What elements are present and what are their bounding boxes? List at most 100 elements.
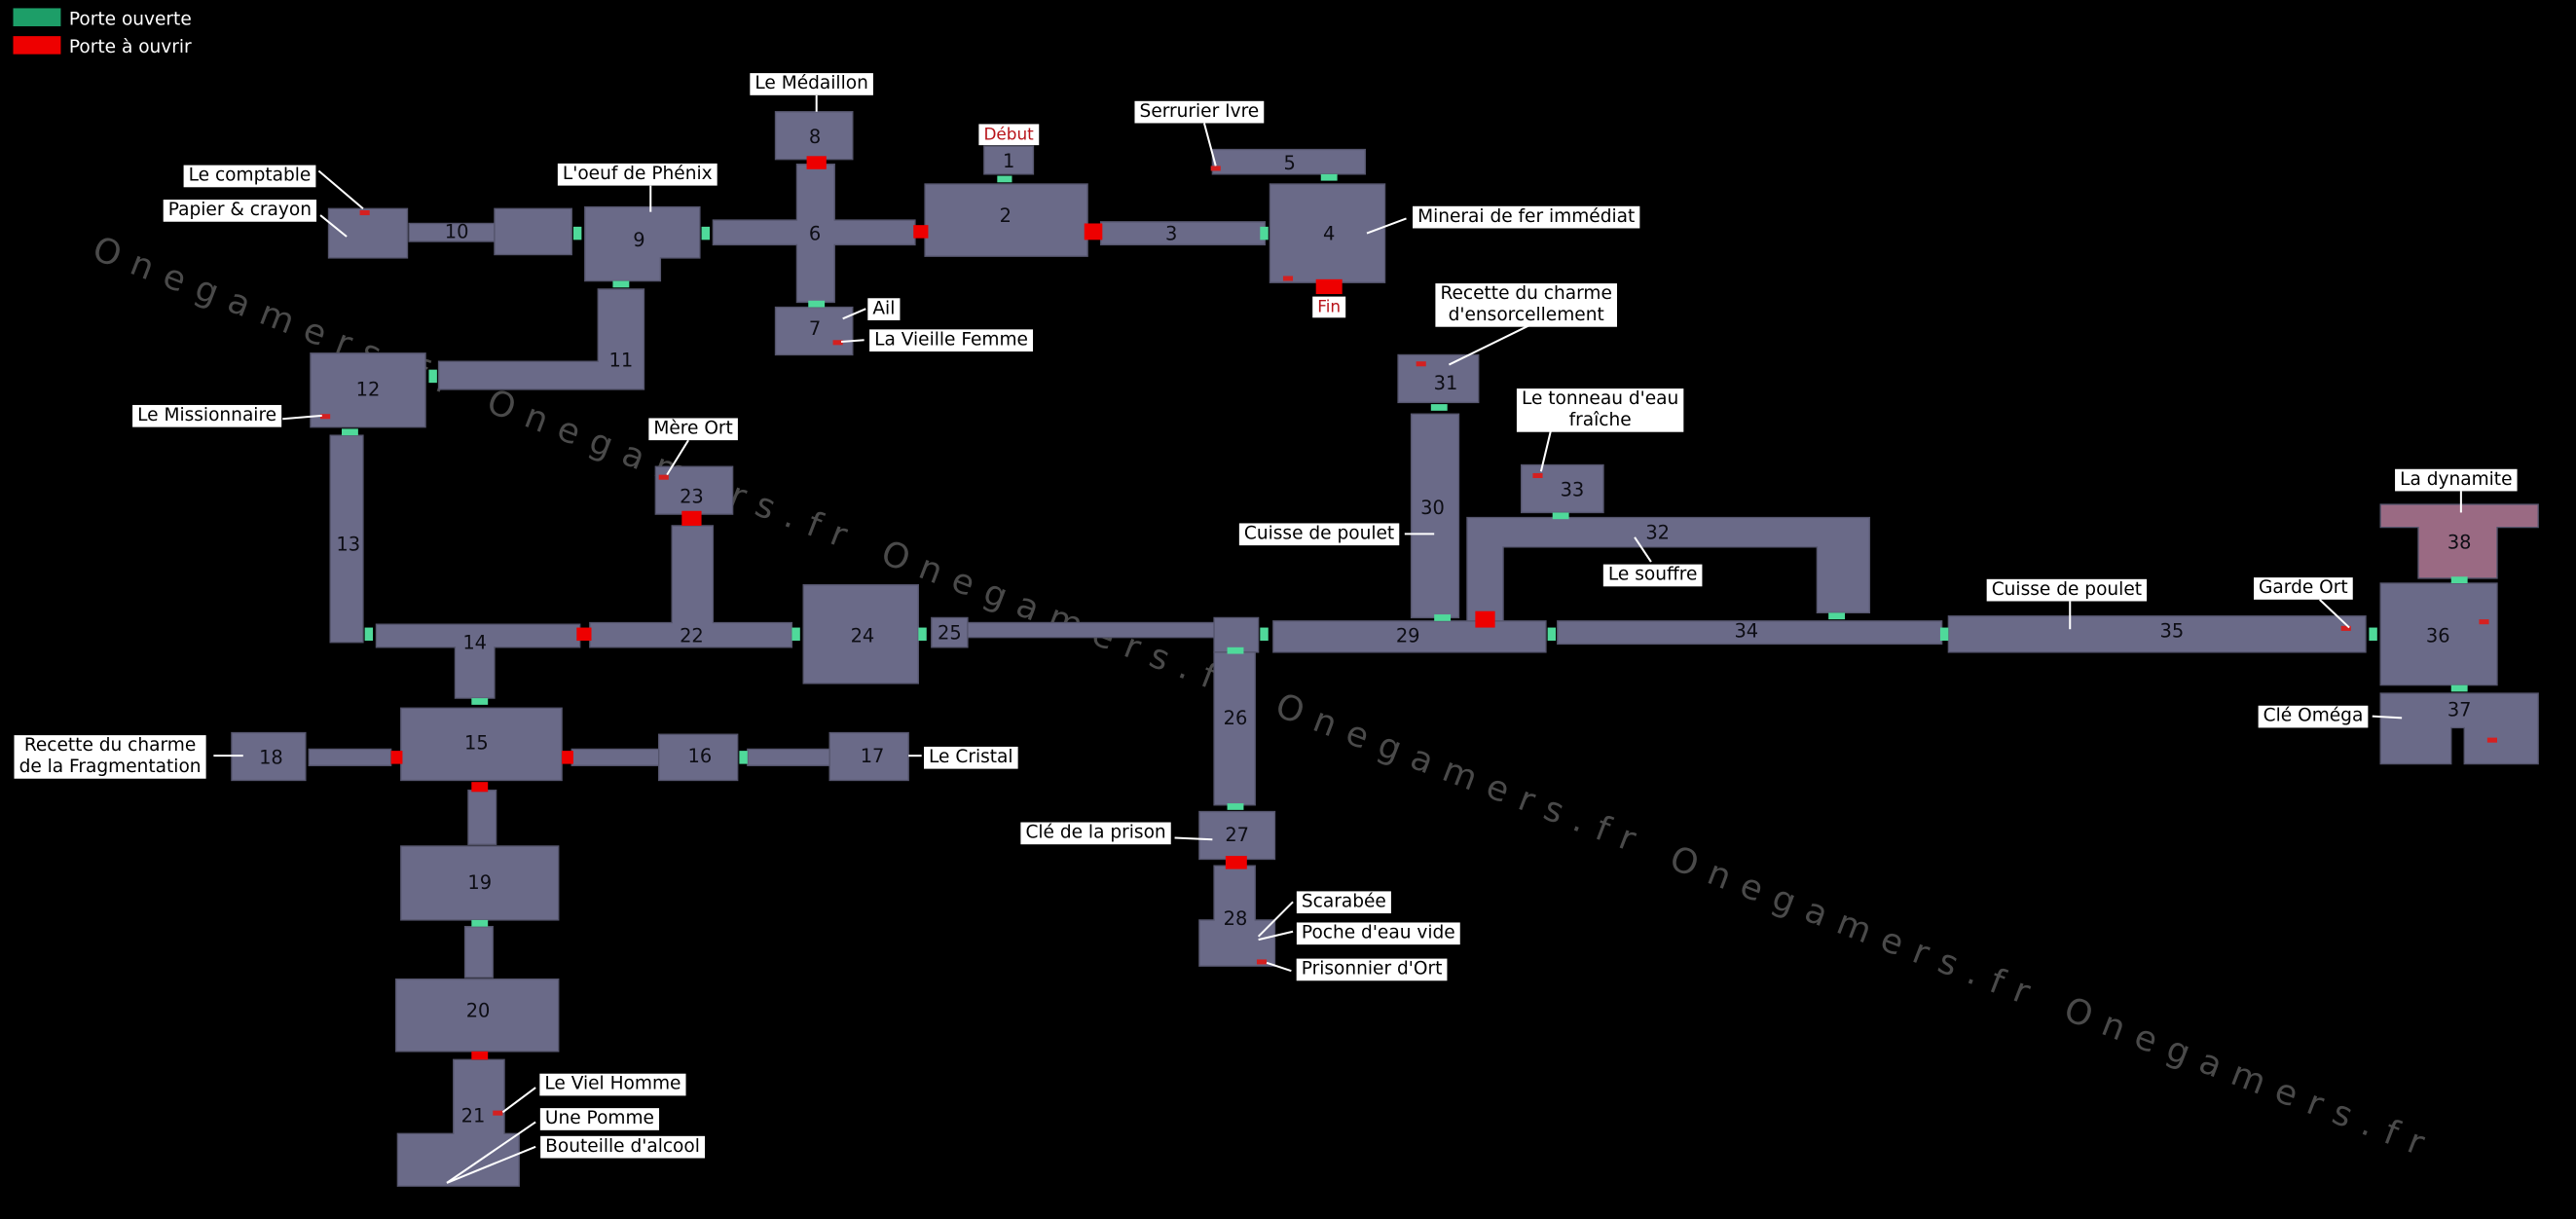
open-door (471, 919, 489, 927)
leader-line (1266, 961, 1292, 973)
room-number: 29 (1396, 625, 1420, 647)
rooms (231, 111, 2539, 1187)
item-marker (2486, 737, 2497, 743)
room-unnumbered (494, 207, 572, 256)
start-marker: Début (978, 124, 1040, 146)
open-door (1260, 226, 1269, 240)
room-number: 3 (1165, 222, 1177, 244)
leader-line (840, 339, 865, 343)
label-text: L'oeuf de Phénix (563, 164, 713, 184)
leader-line (282, 414, 322, 421)
locked-door (471, 782, 489, 793)
room-number: 34 (1734, 620, 1758, 643)
label-text: Une Pomme (545, 1108, 654, 1128)
open-door (2369, 627, 2377, 642)
item-marker (1532, 472, 1543, 479)
locked-door (576, 627, 592, 642)
item-markers (320, 166, 2497, 1116)
label-box (2395, 468, 2518, 492)
item-marker (320, 414, 331, 420)
locked-door (806, 156, 827, 169)
open-door (342, 428, 358, 436)
label-text: Le Cristal (929, 747, 1013, 767)
open-door (918, 627, 927, 642)
leader-line (2372, 715, 2403, 720)
label-text: Le tonneau d'eau (1522, 388, 1678, 409)
corridor (747, 748, 830, 766)
label-box (183, 165, 316, 188)
label-box (1134, 100, 1265, 124)
label-le-comptable: Le comptable (183, 165, 316, 188)
room-number: 9 (633, 229, 644, 251)
label-bouteille-alcool: Bouteille d'alcool (540, 1135, 705, 1159)
room-2 (924, 183, 1088, 257)
leader-line (842, 308, 866, 320)
leader-line (1174, 836, 1213, 841)
label-box (557, 163, 718, 186)
label-la-dynamite: La dynamite (2395, 468, 2518, 492)
label-prisonnier-ort: Prisonnier d'Ort (1296, 958, 1448, 981)
room-30 (1410, 413, 1460, 619)
legend-swatch-locked-door (13, 36, 61, 55)
label-scarabee: Scarabée (1296, 891, 1391, 914)
room-16 (658, 733, 739, 782)
open-doors (342, 173, 2468, 927)
label-box (1296, 922, 1460, 945)
locked-door (1084, 223, 1103, 240)
label-text: fraîche (1569, 410, 1632, 430)
label-poche-eau-vide: Poche d'eau vide (1296, 922, 1460, 945)
watermark-text: Onegamers.fr (2059, 989, 2443, 1168)
open-door (1939, 627, 1949, 642)
label-text: Clé de la prison (1025, 823, 1165, 843)
label-oeuf-de-phenix: L'oeuf de Phénix (557, 163, 718, 186)
label-text: Recette du charme (1440, 283, 1611, 304)
room-number: 15 (464, 731, 489, 754)
room-number: 31 (1434, 372, 1458, 394)
label-box (1312, 296, 1346, 318)
label-box (867, 298, 901, 320)
room-number: 21 (461, 1104, 486, 1127)
item-marker (658, 474, 669, 480)
label-text: Le souffre (1608, 565, 1697, 585)
locked-doors (390, 156, 1495, 1060)
label-box (1020, 822, 1171, 845)
legend-label-open-door: Porte ouverte (69, 9, 192, 29)
label-garde-ort: Garde Ort (2253, 577, 2353, 600)
label-text: Serrurier Ivre (1140, 101, 1260, 122)
item-marker (1416, 361, 1426, 367)
label-text: Recette du charme (24, 735, 196, 756)
room-number: 30 (1420, 497, 1445, 519)
label-text: Clé Oméga (2263, 706, 2364, 726)
room-number: 7 (809, 317, 821, 340)
room-20 (395, 978, 560, 1053)
open-door (2450, 684, 2468, 692)
room-number: 32 (1645, 521, 1670, 543)
room-number: 2 (1000, 204, 1012, 227)
label-recette-fragmentation: Recette du charme de la Fragmentation (14, 735, 206, 779)
room-junction (1213, 616, 1260, 653)
leader-line (1634, 536, 1652, 563)
locked-door (390, 751, 403, 764)
label-une-pomme: Une Pomme (539, 1108, 660, 1130)
leader-line (1257, 901, 1294, 938)
item-marker (1282, 276, 1294, 281)
leader-line (1202, 123, 1217, 166)
room-number: 26 (1224, 707, 1248, 729)
room-31 (1397, 353, 1480, 404)
label-text: La dynamite (2400, 469, 2512, 490)
label-text: Minerai de fer immédiat (1417, 206, 1635, 227)
room-24 (802, 584, 919, 684)
room-number: 25 (938, 621, 962, 644)
end-marker-text: Fin (1317, 297, 1341, 316)
corridor (467, 789, 497, 845)
room-number: 38 (2447, 532, 2472, 554)
room-29 (1272, 620, 1547, 653)
open-door (1227, 803, 1244, 810)
open-door (612, 280, 630, 288)
label-box (1296, 958, 1448, 981)
corridor (308, 748, 392, 766)
label-text: de la Fragmentation (19, 757, 202, 777)
label-recette-ensorcellement: Recette du charme d'ensorcellement (1435, 283, 1617, 327)
end-marker: Fin (1312, 296, 1346, 318)
